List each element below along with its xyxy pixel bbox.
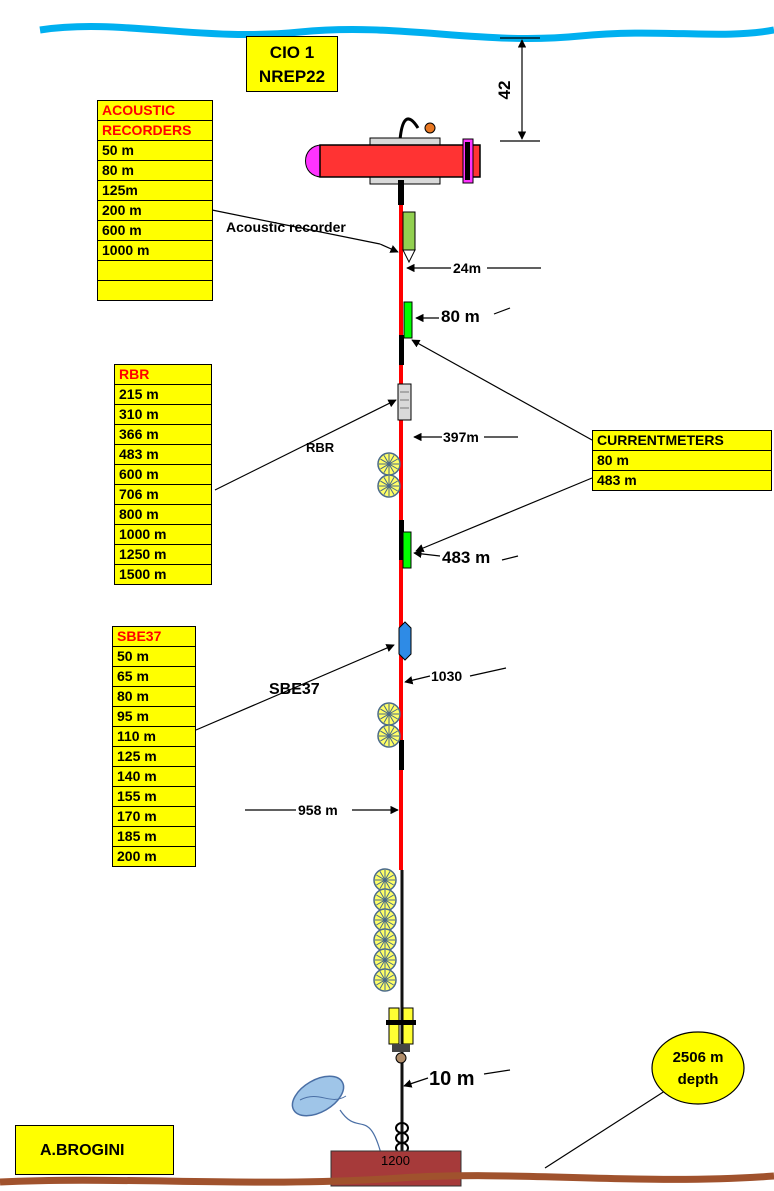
subsurface-float [305, 117, 481, 185]
depth-label-397m: 397m [443, 429, 479, 445]
table-row: 80 m [97, 160, 213, 181]
anchor-weight-label: 1200 [381, 1153, 410, 1168]
table-row: 200 m [112, 846, 196, 867]
table-row: 110 m [112, 726, 196, 747]
mooring-line [398, 180, 404, 1160]
depth-label-10m: 10 m [429, 1068, 475, 1090]
acoustic-release [386, 1007, 416, 1064]
currentmeter-483 [402, 531, 412, 569]
table-header: RBR [114, 364, 212, 385]
acoustic-recorder-label: Acoustic recorder [226, 219, 346, 235]
depth-label-958m: 958 m [298, 802, 338, 818]
table-row: 170 m [112, 806, 196, 827]
table-row: 50 m [112, 646, 196, 667]
acoustic-recorders-table: ACOUSTIC RECORDERS 50 m 80 m 125m 200 m … [97, 100, 213, 301]
table-row: 1000 m [114, 524, 212, 545]
acoustic-recorder-instrument [402, 211, 416, 264]
grapnel-icon [291, 1075, 386, 1171]
table-row: 200 m [97, 200, 213, 221]
buoyancy-sphere-icon [373, 948, 397, 972]
buoyancy-sphere-icon [373, 868, 397, 892]
float-antenna-icon [398, 117, 420, 141]
buoyancy-sphere-icon [377, 474, 401, 498]
buoyancy-sphere-icon [377, 452, 401, 476]
table-row [97, 280, 213, 301]
table-row: 1000 m [97, 240, 213, 261]
seabed [0, 1172, 774, 1186]
table-row: 50 m [97, 140, 213, 161]
table-row: 366 m [114, 424, 212, 445]
table-row: 1500 m [114, 564, 212, 585]
buoyancy-sphere-icon [373, 908, 397, 932]
callout-lines [195, 209, 683, 1169]
table-row: 600 m [97, 220, 213, 241]
table-row: 140 m [112, 766, 196, 787]
buoy-group [373, 452, 401, 992]
sbe37-label: SBE37 [269, 681, 320, 698]
table-row: 1250 m [114, 544, 212, 565]
rbr-instrument [397, 383, 412, 421]
sbe37-table: SBE37 50 m 65 m 80 m 95 m 110 m 125 m 14… [112, 626, 196, 867]
water-depth-unit: depth [678, 1071, 719, 1088]
table-row: 155 m [112, 786, 196, 807]
table-header: RECORDERS [97, 120, 213, 141]
table-row: 80 m [592, 450, 772, 471]
station-title-box: CIO 1 NREP22 [246, 36, 338, 92]
table-header: SBE37 [112, 626, 196, 647]
table-row: 215 m [114, 384, 212, 405]
surface-gap-label: 42 [495, 81, 514, 100]
table-row: 95 m [112, 706, 196, 727]
sbe37-instrument [398, 621, 412, 661]
surface-gap-dimension [500, 37, 540, 142]
depth-label-24m: 24m [453, 260, 481, 276]
table-row: 483 m [592, 470, 772, 491]
sea-surface [39, 23, 774, 42]
table-header: ACOUSTIC [97, 100, 213, 121]
water-depth-badge: 2506 m depth [651, 1031, 745, 1105]
buoyancy-sphere-icon [373, 888, 397, 912]
table-row: 600 m [114, 464, 212, 485]
buoyancy-sphere-icon [373, 928, 397, 952]
table-row: 483 m [114, 444, 212, 465]
table-row: 310 m [114, 404, 212, 425]
table-row: 706 m [114, 484, 212, 505]
buoyancy-sphere-icon [377, 724, 401, 748]
table-row [97, 260, 213, 281]
author-box: A.BROGINI [15, 1125, 174, 1175]
table-row: 125m [97, 180, 213, 201]
depth-label-483m: 483 m [442, 548, 490, 567]
depth-label-80m: 80 m [441, 307, 480, 326]
currentmeters-table: CURRENTMETERS 80 m 483 m [592, 430, 772, 491]
author-name: A.BROGINI [40, 1142, 125, 1159]
table-row: 125 m [112, 746, 196, 767]
currentmeter-80 [403, 301, 413, 339]
water-depth-value: 2506 m [673, 1049, 724, 1066]
table-row: 185 m [112, 826, 196, 847]
depth-arrows [245, 263, 541, 1088]
campaign-name: NREP22 [258, 67, 326, 86]
table-row: 80 m [112, 686, 196, 707]
table-header: CURRENTMETERS [592, 430, 772, 451]
table-row: 800 m [114, 504, 212, 525]
station-name: CIO 1 [269, 43, 315, 62]
float-body [319, 144, 481, 178]
rbr-label: RBR [306, 440, 335, 455]
buoyancy-sphere-icon [377, 702, 401, 726]
depth-label-1030: 1030 [431, 668, 462, 684]
table-row: 65 m [112, 666, 196, 687]
buoyancy-sphere-icon [373, 968, 397, 992]
rbr-table: RBR 215 m 310 m 366 m 483 m 600 m 706 m … [114, 364, 212, 585]
